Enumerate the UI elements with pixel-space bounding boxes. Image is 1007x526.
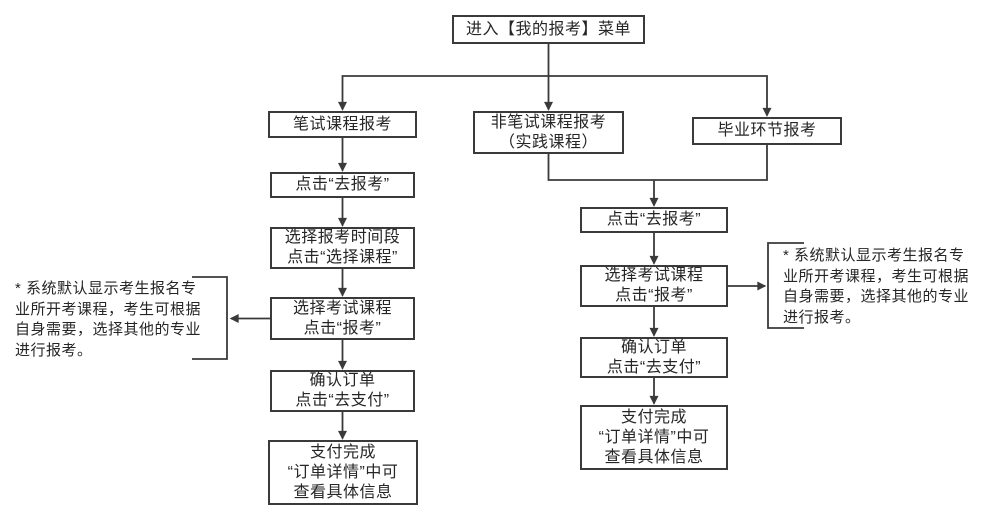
node-text-line: 查看具体信息 bbox=[293, 483, 393, 501]
connector-start-to-written bbox=[338, 75, 549, 111]
node-right-payment-done: 支付完成 “订单详情”中可 查看具体信息 bbox=[580, 405, 728, 470]
note-text-line: 业所开考课程，考生可根据 bbox=[783, 267, 970, 285]
node-practical-course: 非笔试课程报考 （实践课程） bbox=[473, 111, 624, 154]
note-text-line: 自身需要，选择其他的专业 bbox=[783, 288, 970, 305]
node-text-line: 选择考试课程 bbox=[604, 267, 704, 284]
node-text-line: 确认订单 bbox=[309, 372, 376, 389]
node-text-line: 选择考试课程 bbox=[292, 299, 392, 317]
node-written-course: 笔试课程报考 bbox=[268, 111, 417, 138]
node-text-line: 支付完成 bbox=[620, 408, 687, 426]
node-right-select-course: 选择考试课程 点击“报考” bbox=[580, 265, 728, 307]
node-text-line: 点击“去报考” bbox=[295, 176, 390, 193]
node-text-line: 确认订单 bbox=[620, 338, 687, 356]
node-graduation: 毕业环节报考 bbox=[692, 117, 842, 145]
note-left: * 系统默认显示考生报名专 业所开考课程，考生可根据 自身需要，选择其他的专业 … bbox=[15, 279, 227, 361]
connector-merge-line bbox=[547, 145, 768, 181]
node-start: 进入【我的报考】菜单 bbox=[452, 15, 645, 44]
node-text-line: 点击“报考” bbox=[303, 319, 382, 337]
connector-start-to-graduation bbox=[548, 75, 772, 117]
node-text-line: 笔试课程报考 bbox=[292, 115, 392, 133]
note-text-line: * 系统默认显示考生报名专 bbox=[15, 280, 197, 297]
node-text-line: 查看具体信息 bbox=[604, 448, 704, 466]
note-text-line: 进行报考。 bbox=[783, 308, 861, 326]
node-text-line: （实践课程） bbox=[498, 133, 598, 151]
right-note-bracket bbox=[767, 242, 804, 329]
node-right-go-register: 点击“去报考” bbox=[580, 207, 728, 233]
node-text-line: 点击“去支付” bbox=[606, 358, 702, 376]
node-left-go-register: 点击“去报考” bbox=[270, 172, 415, 198]
note-text-line: 进行报考。 bbox=[15, 341, 93, 359]
node-left-select-course: 选择考试课程 点击“报考” bbox=[270, 297, 415, 340]
note-text-line: * 系统默认显示考生报名专 bbox=[783, 247, 965, 264]
node-text-line: 点击“报考” bbox=[615, 287, 693, 304]
node-text-line: “订单详情”中可 bbox=[598, 428, 710, 446]
node-left-select-period: 选择报考时间段 点击“选择课程” bbox=[270, 227, 415, 269]
note-right: * 系统默认显示考生报名专 业所开考课程，考生可根据 自身需要，选择其他的专业 … bbox=[783, 246, 998, 328]
node-text-line: 毕业环节报考 bbox=[717, 122, 817, 139]
note-text-line: 自身需要，选择其他的专业 bbox=[15, 321, 202, 338]
note-text-line: 业所开考课程，考生可根据 bbox=[15, 300, 202, 318]
node-left-payment-done: 支付完成 “订单详情”中可 查看具体信息 bbox=[268, 440, 418, 505]
node-text-line: 选择报考时间段 bbox=[284, 229, 401, 246]
node-text-line: 进入【我的报考】菜单 bbox=[465, 20, 631, 38]
node-text-line: 非笔试课程报考 bbox=[490, 113, 607, 131]
node-right-confirm-order: 确认订单 点击“去支付” bbox=[580, 337, 728, 378]
left-note-bracket bbox=[192, 276, 228, 360]
node-text-line: 点击“选择课程” bbox=[287, 249, 398, 266]
node-left-confirm-order: 确认订单 点击“去支付” bbox=[270, 370, 415, 412]
node-text-line: 点击“去支付” bbox=[295, 392, 390, 409]
node-text-line: 支付完成 bbox=[309, 443, 376, 461]
node-text-line: 点击“去报考” bbox=[606, 211, 702, 228]
node-text-line: “订单详情”中可 bbox=[287, 463, 399, 481]
